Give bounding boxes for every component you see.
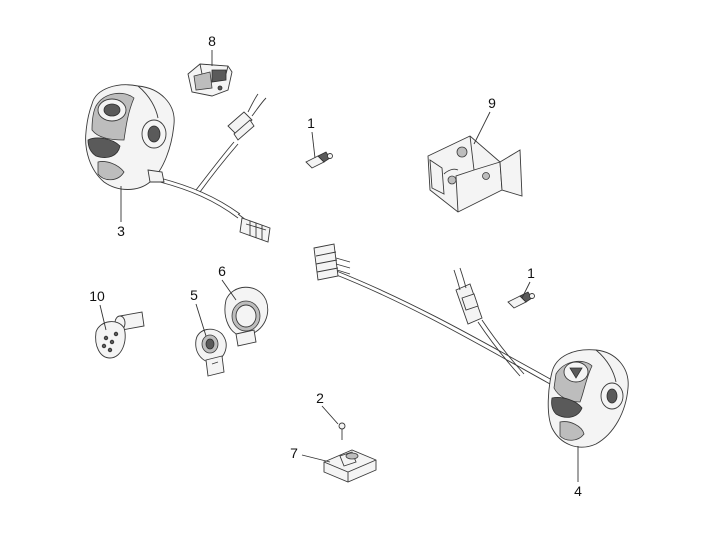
bracket-part-9: [427, 135, 523, 213]
plug-part-10: [95, 311, 145, 359]
callout-labels: 8 1 9 3 1 10 5 6 2 7 4: [89, 33, 582, 499]
leader-1-lower: [521, 281, 531, 299]
leader-7: [301, 454, 331, 463]
bulb-part-1-upper: [305, 151, 333, 169]
switch-part-8: [187, 63, 233, 97]
leader-5: [195, 303, 207, 337]
callout-5: 5: [190, 287, 198, 303]
callout-7: 7: [290, 445, 298, 461]
leader-9: [473, 111, 491, 145]
callout-6: 6: [218, 263, 226, 279]
callout-1-upper: 1: [307, 115, 315, 131]
plate-part-7: [323, 449, 377, 483]
callout-9: 9: [488, 95, 496, 111]
leader-lines: [99, 50, 579, 482]
ring-part-6: [224, 286, 269, 347]
callout-10: 10: [89, 288, 105, 304]
callout-8: 8: [208, 33, 216, 49]
leader-1-upper: [311, 131, 316, 159]
callout-3: 3: [117, 223, 125, 239]
leader-2: [321, 405, 339, 425]
right-switch-housing-part-4: [313, 243, 629, 448]
screw-part-2: [338, 422, 346, 440]
leader-10: [99, 304, 107, 331]
left-switch-housing-part-3: [85, 84, 271, 243]
callout-1-lower: 1: [527, 265, 535, 281]
callout-4: 4: [574, 483, 582, 499]
switch-part-5: [195, 328, 227, 377]
bulb-part-1-lower: [507, 291, 535, 309]
leader-6: [221, 279, 237, 301]
callout-2: 2: [316, 390, 324, 406]
